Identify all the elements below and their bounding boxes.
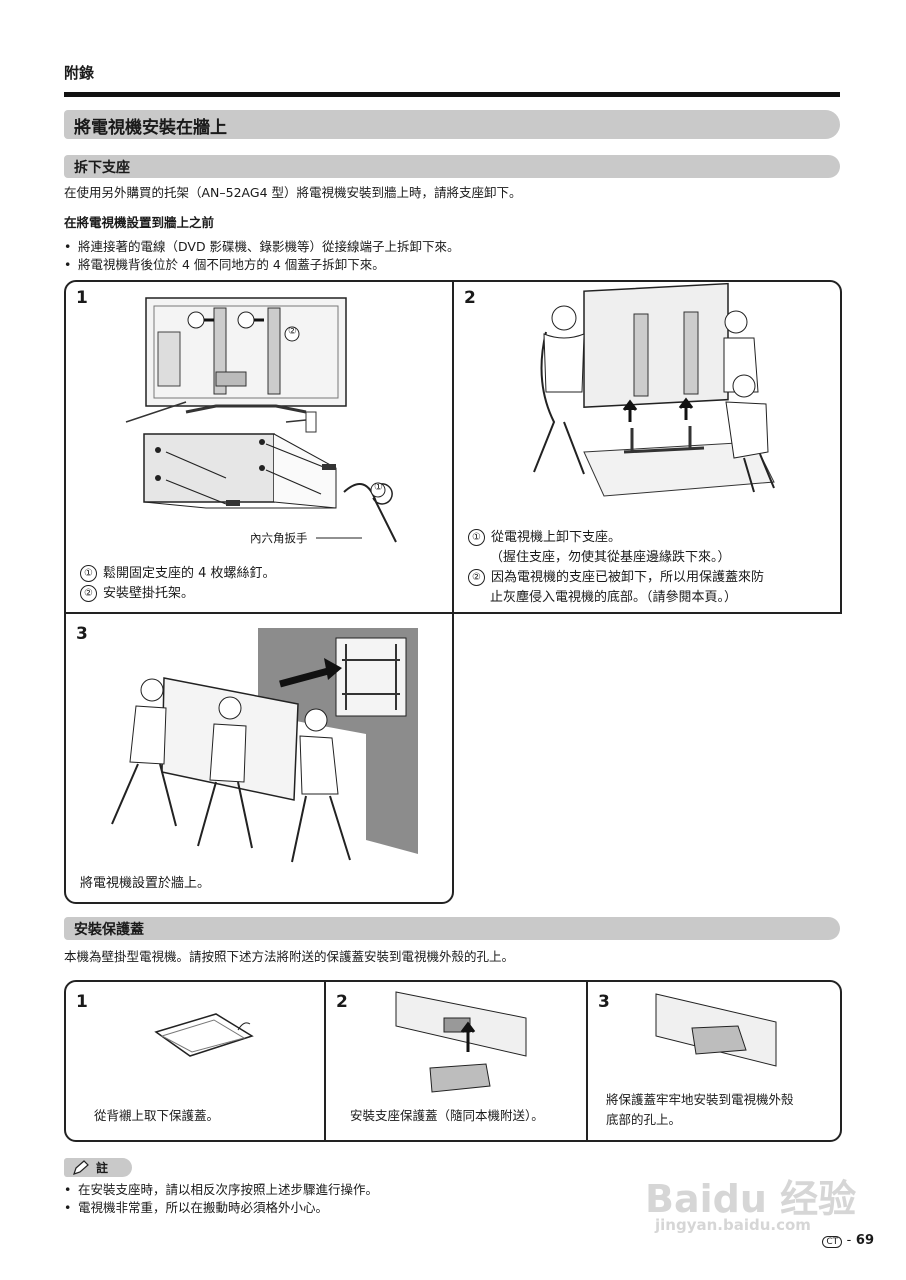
- protect-cover-heading-bar: 安裝保護蓋: [64, 917, 840, 940]
- step-panel-3: 3 將電視機設置於牆上。: [64, 612, 454, 904]
- page-title: 將電視機安裝在牆上: [74, 118, 227, 138]
- divider: [586, 982, 588, 1140]
- pencil-icon: [73, 1160, 89, 1175]
- note-label: 註: [96, 1161, 109, 1175]
- bullet-item: 將連接著的電線（DVD 影碟機、錄影機等）從接線端子上拆卸下來。: [64, 238, 460, 256]
- step-number: 1: [76, 288, 88, 308]
- caption-line: （握住支座，勿使其從基座邊緣跌下來。）: [490, 550, 731, 565]
- page-number: 69: [855, 1233, 874, 1248]
- header-rule: [64, 92, 840, 97]
- step-number: 2: [336, 992, 348, 1012]
- callout-2: ②: [288, 326, 297, 337]
- section-label: 附錄: [64, 64, 95, 82]
- cover-step3-caption-line1: 將保護蓋牢牢地安裝到電視機外殼: [606, 1092, 794, 1107]
- step1-illustration: [125, 297, 397, 543]
- watermark-brand: Baidu 经验: [645, 1177, 857, 1221]
- bullet-item: 將電視機背後位於 4 個不同地方的 4 個蓋子拆卸下來。: [64, 256, 385, 274]
- step-number: 3: [598, 992, 610, 1012]
- step-number: 2: [464, 288, 476, 308]
- step-number: 1: [76, 992, 88, 1012]
- wrench-label: 內六角扳手: [250, 531, 308, 545]
- cover-step2-caption: 安裝支座保護蓋（隨同本機附送）。: [350, 1108, 544, 1123]
- step-number: 3: [76, 624, 88, 644]
- language-code: CT: [822, 1236, 843, 1248]
- step2-illustration: [533, 282, 775, 497]
- watermark-url: jingyan.baidu.com: [655, 1216, 811, 1234]
- before-heading: 在將電視機設置到牆上之前: [64, 215, 215, 230]
- protect-cover-intro: 本機為壁掛型電視機。請按照下述方法將附送的保護蓋安裝到電視機外殼的孔上。: [64, 949, 515, 964]
- cover-step1-caption: 從背襯上取下保護蓋。: [94, 1108, 220, 1123]
- protect-cover-heading: 安裝保護蓋: [74, 922, 144, 938]
- page-number-block: CT - 69: [822, 1233, 874, 1248]
- note-tag: 註: [64, 1158, 132, 1177]
- remove-stand-intro: 在使用另外購買的托架（AN–52AG4 型）將電視機安裝到牆上時，請將支座卸下。: [64, 185, 522, 200]
- note-item: 電視機非常重，所以在搬動時必須格外小心。: [64, 1199, 328, 1217]
- divider: [324, 982, 326, 1140]
- callout-1: ①: [374, 482, 383, 493]
- step3-caption: 將電視機設置於牆上。: [80, 876, 211, 891]
- note-item: 在安裝支座時，請以相反次序按照上述步驟進行操作。: [64, 1181, 378, 1199]
- step3-illustration: [111, 628, 418, 863]
- remove-stand-heading: 拆下支座: [74, 160, 130, 176]
- cover-step3-caption-line2: 底部的孔上。: [606, 1112, 682, 1127]
- caption-line: 止灰塵侵入電視機的底部。（請參閱本頁。）: [490, 590, 738, 605]
- cover-steps-panel: 1 2 3 從背襯上取下保護蓋。 安裝支座保護蓋（隨同本機附送）。 將保護蓋牢牢…: [64, 980, 842, 1142]
- page-title-bar: 將電視機安裝在牆上: [64, 110, 840, 139]
- cover-illustrations: [154, 991, 777, 1093]
- remove-stand-heading-bar: 拆下支座: [64, 155, 840, 178]
